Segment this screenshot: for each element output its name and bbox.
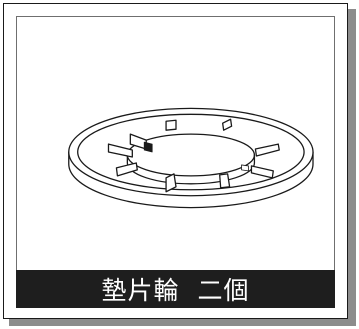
illustration-frame bbox=[16, 16, 335, 295]
spacer-ring-icon bbox=[68, 107, 314, 209]
product-card: 墊片輪 二個 bbox=[3, 3, 348, 319]
caption-text: 墊片輪 二個 bbox=[101, 276, 250, 305]
caption-bar: 墊片輪 二個 bbox=[16, 270, 335, 308]
